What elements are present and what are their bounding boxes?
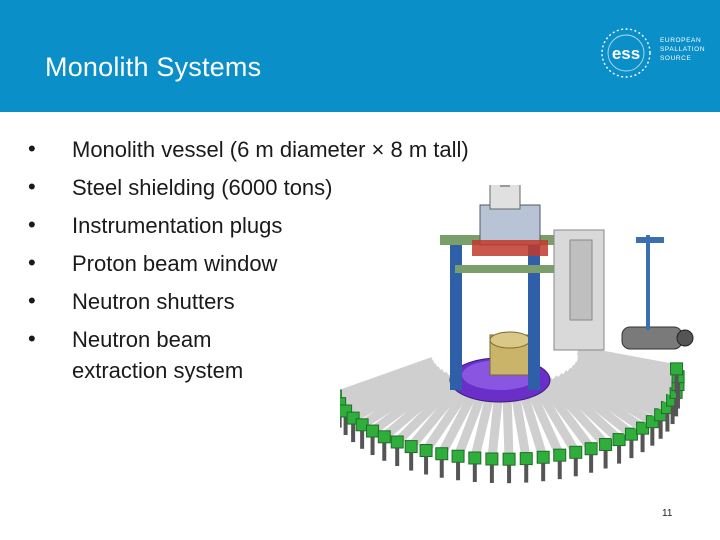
shielding-block-leg (640, 434, 645, 453)
bullet-text: Proton beam window (72, 250, 278, 276)
shielding-block-cap (340, 397, 347, 411)
shielding-block (343, 363, 440, 416)
monolith-figure: (function(){ const g = document.getEleme… (340, 185, 694, 484)
logo-mark-text: ess (612, 44, 640, 63)
bullet-text-line: extraction system (72, 357, 244, 383)
bullet-text: Monolith vessel (6 m diameter × 8 m tall… (72, 136, 469, 162)
shielding-block-leg (617, 445, 622, 464)
shielding-block-leg (674, 374, 679, 393)
shielding-block-cap (599, 437, 613, 451)
shielding-block-cap (502, 452, 516, 466)
shielding-block (560, 370, 646, 432)
shielding-block-cap (451, 449, 465, 463)
shielding-block (381, 374, 457, 441)
shielding-block-leg (472, 463, 477, 482)
shielding-block-cap (553, 448, 567, 462)
shielding-block (550, 375, 623, 443)
slide-title: Monolith Systems (45, 52, 262, 82)
bullet-list: •Monolith vessel (6 m diameter × 8 m tal… (28, 130, 542, 389)
shielding-block (565, 367, 655, 426)
shielding-block-cap (485, 452, 499, 466)
bullet-text: Neutron beam extraction system (72, 320, 542, 389)
ess-logo-mark: ess (601, 28, 651, 78)
bullet-text: Steel shielding (6000 tons) (72, 174, 333, 200)
beam-tube (621, 235, 694, 350)
shielding-block-cap (670, 362, 684, 376)
shielding-block-cap (624, 427, 638, 441)
shielding-block-leg (670, 406, 675, 425)
bullet-item: •Neutron shutters (28, 282, 542, 320)
shielding-block (369, 371, 452, 435)
shielding-block-leg (340, 409, 342, 428)
shielding-block-cap (390, 435, 404, 449)
bullet-text-line: Neutron beam (72, 326, 212, 352)
shielding-block-leg (541, 463, 546, 482)
shielding-block-leg (524, 464, 529, 483)
bullet-text: Instrumentation plugs (72, 212, 283, 238)
shielding-block (568, 364, 663, 419)
shielding-block-leg (409, 452, 414, 471)
shielding-block-leg (603, 450, 608, 469)
bullet-item: •Monolith vessel (6 m diameter × 8 m tal… (28, 130, 542, 168)
shielding-block-leg (650, 427, 655, 446)
shielding-block-leg (343, 417, 348, 436)
shielding-block-cap (536, 450, 550, 464)
page-number: 11 (662, 508, 673, 519)
shielding-block-leg (557, 461, 562, 480)
bullet-item: •Proton beam window (28, 244, 542, 282)
shielding-block-leg (382, 442, 387, 461)
shielding-block (407, 378, 469, 450)
logo-line-source: SOURCE (660, 55, 692, 62)
shielding-block-leg (395, 447, 400, 466)
shielding-block-leg (456, 462, 461, 481)
shielding-block-cap (569, 445, 583, 459)
shielding-block-cap (468, 451, 482, 465)
shielding-block (555, 373, 635, 438)
shielding-block-cap (340, 389, 342, 403)
steel-frame (440, 220, 605, 390)
shielding-block-leg (665, 413, 670, 432)
shielding-block (531, 381, 580, 455)
shielding-block (537, 379, 595, 452)
bullet-item: •Instrumentation plugs (28, 206, 542, 244)
shielding-block-cap (584, 442, 598, 456)
shielding-block-leg (439, 459, 444, 478)
shielding-block-cap (377, 430, 391, 444)
shielding-block-leg (573, 458, 578, 477)
shielding-block-cap (519, 452, 533, 466)
shielding-block-leg (424, 456, 429, 475)
shielding-block-cap (366, 424, 380, 438)
shielding-block-leg (360, 430, 365, 449)
logo-line-european: EUROPEAN (660, 37, 702, 44)
bullet-item: • Neutron beam extraction system (28, 320, 542, 389)
shielding-block (340, 360, 437, 408)
shielding-block-leg (370, 437, 375, 456)
logo-line-spallation: SPALLATION (660, 46, 706, 53)
shielding-block-leg (351, 424, 356, 443)
shielding-block-leg (589, 454, 594, 473)
bullet-text: Neutron shutters (72, 288, 235, 314)
slide-header: Monolith Systems ess EUROPEAN SPALLATION… (0, 0, 720, 112)
logo-wordmark: EUROPEAN SPALLATION SOURCE (660, 36, 705, 63)
bullet-item: •Steel shielding (6000 tons) (28, 168, 542, 206)
shielding-block-leg (507, 465, 512, 484)
plug-assembly (472, 185, 548, 256)
shielding-block (359, 369, 447, 429)
shielding-block (544, 377, 609, 448)
shielding-block (576, 346, 678, 374)
shielding-block-leg (629, 440, 634, 459)
shielding-block-cap (435, 447, 449, 461)
shielding-block (394, 376, 463, 446)
shielding-block-cap (612, 433, 626, 447)
shielding-block-cap (419, 444, 433, 458)
shielding-block (350, 366, 443, 423)
shielding-block-cap (404, 440, 418, 454)
central-hub (449, 331, 551, 403)
ess-logo: ess EUROPEAN SPALLATION SOURCE (594, 26, 706, 80)
shielding-block-leg (658, 420, 663, 439)
shielding-block-leg (489, 464, 494, 483)
